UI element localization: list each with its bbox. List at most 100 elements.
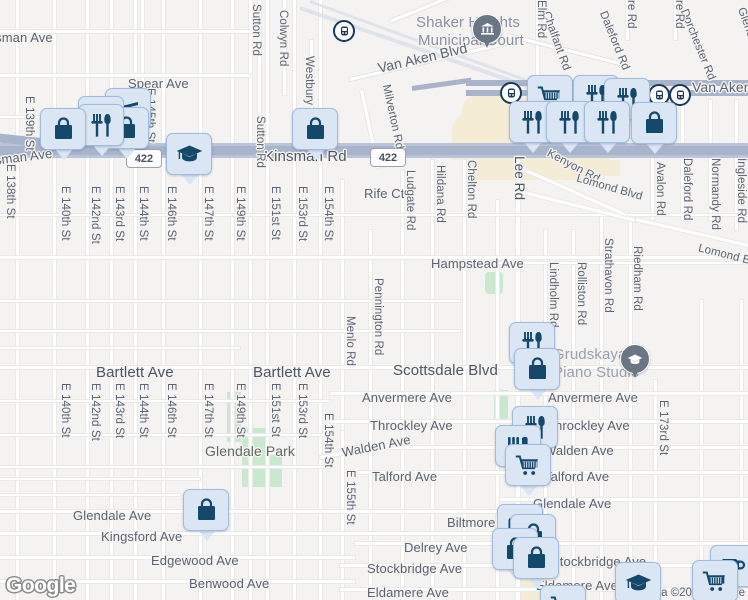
museum-poi-pin[interactable] (472, 14, 502, 52)
street-label-dorchester-rd: Dorchester Rd (678, 7, 718, 82)
grocery-cart-icon (692, 560, 738, 600)
highway-kinsman-rd-outline (0, 143, 748, 146)
street-line (0, 300, 460, 302)
street-line (0, 556, 355, 559)
transit-station-icon[interactable] (500, 82, 522, 104)
street-line (626, 0, 629, 40)
street-label-e-155th-st: E 155th St (344, 470, 356, 525)
street-label-scottsdale-blvd: Scottsdale Blvd (393, 362, 498, 379)
street-line (674, 0, 677, 40)
street-line (507, 34, 625, 66)
shopping-bag-icon (292, 108, 338, 150)
street-label-e-142nd-st: E 142nd St (89, 383, 101, 441)
park-polygon (242, 455, 282, 487)
marker-grocery[interactable] (540, 585, 586, 600)
street-label-strathavon-rd: Strathavon Rd (602, 238, 614, 313)
street-line (463, 160, 466, 600)
marker-shopping[interactable] (631, 102, 677, 154)
street-line (0, 347, 240, 349)
street-line (0, 330, 460, 332)
shopping-bag-icon (40, 108, 86, 150)
marker-grocery[interactable] (692, 560, 738, 600)
street-label-avalon-rd: Avalon Rd (654, 162, 666, 216)
street-line (341, 180, 344, 430)
street-line (460, 262, 748, 264)
street-line (700, 300, 703, 600)
restaurant-icon (584, 101, 630, 143)
highway-shield-422[interactable]: 422 (370, 148, 406, 167)
street-line (0, 74, 250, 77)
street-label-menlo-rd: Menlo Rd (344, 316, 356, 367)
marker-restaurant[interactable] (584, 101, 630, 153)
street-line (283, 0, 286, 95)
street-line (431, 160, 434, 600)
park-polygon (485, 272, 503, 294)
place-label-shaker-heights: Shaker Heights (416, 14, 520, 31)
highway-shield-422[interactable]: 422 (126, 149, 162, 168)
marker-shopping[interactable] (292, 108, 338, 160)
street-line (0, 400, 330, 402)
street-line (141, 0, 144, 160)
shopping-bag-icon (514, 348, 560, 390)
street-line (0, 494, 180, 496)
marker-school[interactable] (166, 133, 212, 185)
marker-shopping[interactable] (40, 108, 86, 160)
street-line (341, 430, 344, 600)
poi-label-grudskaya: Grudskaya (553, 346, 627, 363)
shopping-bag-icon (183, 489, 229, 531)
street-label-e-147th-st: E 147th St (202, 383, 214, 438)
street-line (0, 510, 500, 513)
street-line (0, 116, 60, 118)
park-polygon (227, 392, 241, 442)
street-line (740, 300, 743, 600)
street-label-milverton-rd: Milverton Rd (380, 83, 406, 151)
street-line (635, 218, 748, 250)
street-line (651, 100, 654, 220)
street-label-e-138th-st: E 138th St (4, 164, 16, 219)
street-line (500, 498, 748, 501)
street-label-rife-ct: Rife Ct (364, 186, 405, 201)
street-label-e-140th-st: E 140th St (59, 383, 71, 438)
street-line (572, 230, 575, 600)
street-line (654, 380, 657, 600)
marker-school[interactable] (615, 562, 661, 600)
street-line (735, 100, 738, 230)
street-line (0, 214, 748, 216)
street-label-e-144th-st: E 144th St (137, 383, 149, 438)
street-line (0, 478, 200, 480)
transit-station-icon[interactable] (669, 84, 691, 106)
street-line (0, 466, 330, 468)
street-line (258, 0, 261, 160)
street-line (401, 170, 404, 600)
street-line (0, 30, 260, 33)
grocery-cart-icon (505, 444, 551, 486)
street-label-e-153rd-st: E 153rd St (296, 383, 308, 439)
marker-shopping[interactable] (513, 537, 559, 589)
street-line (0, 532, 500, 535)
street-line (310, 40, 313, 160)
street-label-biltmore: Biltmore (447, 515, 496, 530)
street-line (536, 0, 539, 80)
street-label-e-146th-st: E 146th St (165, 383, 177, 438)
marker-grocery[interactable] (505, 444, 551, 496)
street-label-e-143rd-st: E 143rd St (113, 383, 125, 439)
school-poi-pin[interactable] (620, 344, 650, 382)
street-line (0, 580, 355, 583)
street-line (369, 230, 372, 600)
marker-shopping[interactable] (514, 348, 560, 400)
street-line (629, 215, 632, 600)
street-label-chalfant-rd: Chalfant Rd (540, 9, 573, 73)
shopping-bag-icon (513, 537, 559, 579)
street-line (355, 471, 748, 474)
marker-shopping[interactable] (183, 489, 229, 541)
street-label-pennington-rd: Pennington Rd (372, 278, 384, 356)
transit-station-icon[interactable] (333, 20, 355, 42)
street-label-lindholm-rd: Lindholm Rd (547, 262, 559, 328)
street-line (681, 100, 684, 220)
street-line (0, 434, 330, 436)
street-line (709, 100, 712, 220)
street-label-e-151st-st: E 151st St (269, 383, 281, 438)
street-line (0, 256, 748, 259)
grocery-cart-icon (540, 585, 586, 600)
